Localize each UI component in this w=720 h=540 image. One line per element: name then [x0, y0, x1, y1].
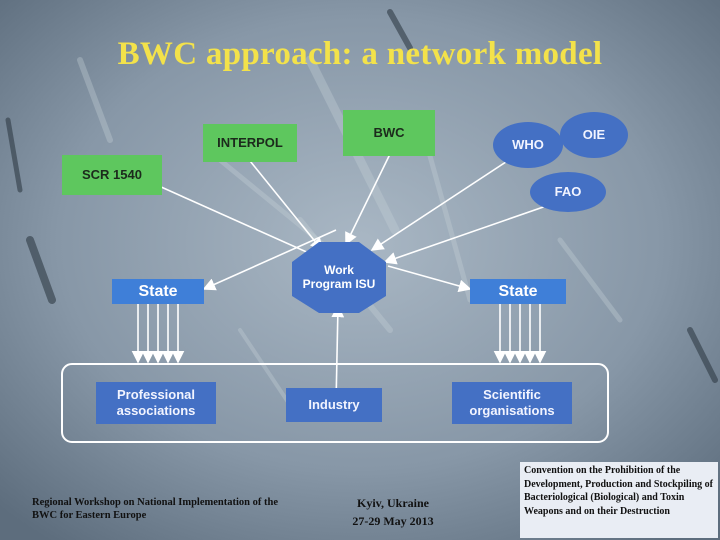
footer-center-city: Kyiv, Ukraine: [356, 496, 429, 510]
oie-node: OIE: [560, 112, 628, 158]
interpol-node: INTERPOL: [203, 124, 297, 162]
convention-note: Convention on the Prohibition of the Dev…: [520, 462, 718, 538]
state-right-node: State: [470, 279, 566, 304]
state-left-node: State: [112, 279, 204, 304]
scr-1540-node: SCR 1540: [62, 155, 162, 195]
footer-left-text: Regional Workshop on National Implementa…: [32, 497, 278, 522]
convention-text: Convention on the Prohibition of the Dev…: [524, 465, 713, 517]
connector-arrows: [149, 149, 553, 405]
who-node: WHO: [493, 122, 563, 168]
bwc-node: BWC: [343, 110, 435, 156]
isu-octagon: [292, 242, 386, 313]
industry-node: Industry: [286, 388, 382, 422]
state-down-arrows: [131, 303, 547, 364]
professional-associations-node: Professional associations: [96, 382, 216, 424]
page-title: BWC approach: a network model: [117, 36, 603, 72]
scientific-organisations-node: Scientific organisations: [452, 382, 572, 424]
footer-center-date: 27-29 May 2013: [352, 514, 434, 528]
isu-label: Work Program ISU: [302, 262, 376, 291]
fao-node: FAO: [530, 172, 606, 212]
group-frame: [61, 363, 609, 443]
